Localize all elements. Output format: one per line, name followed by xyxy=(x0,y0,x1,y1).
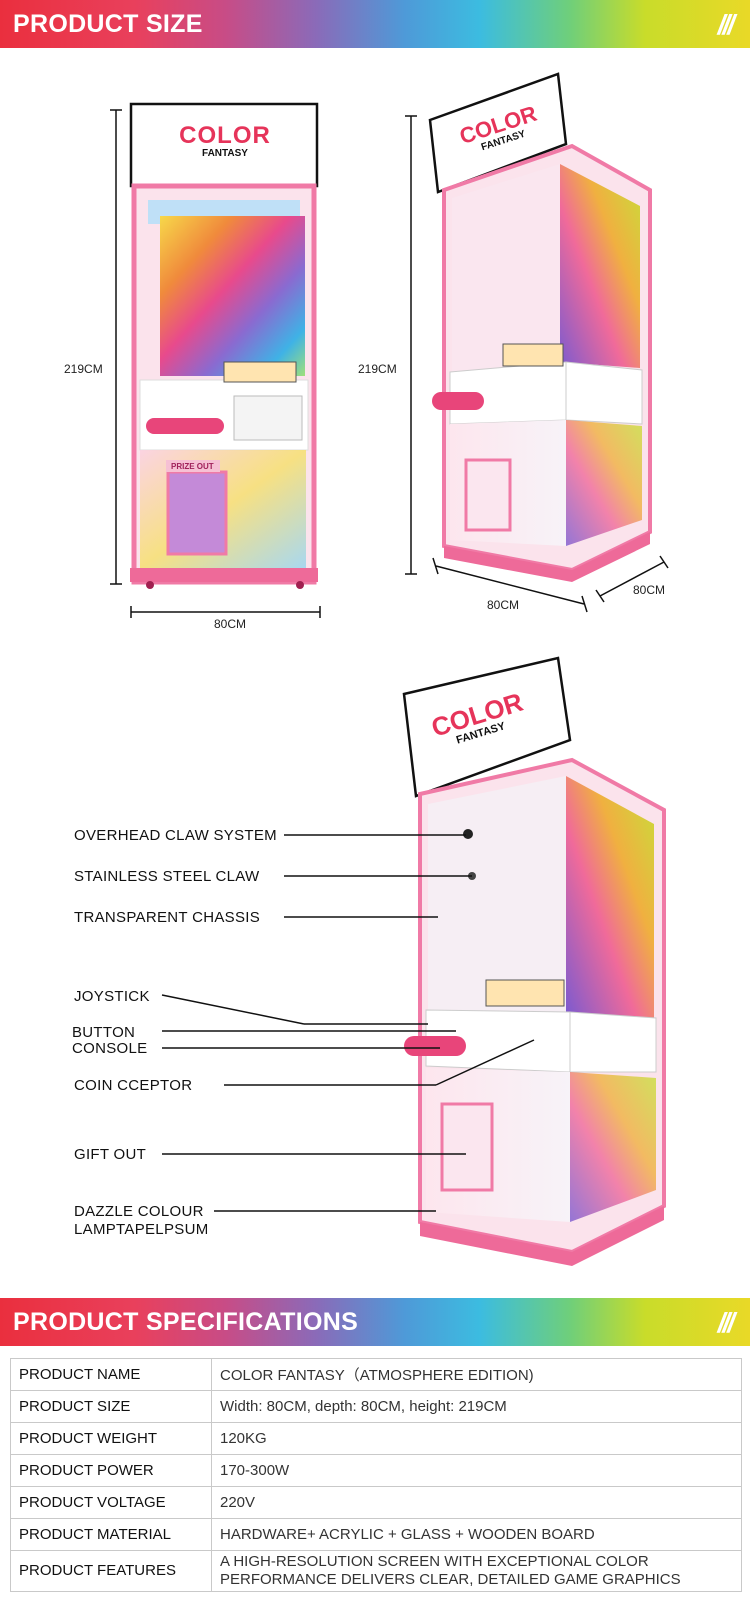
spec-value: 170-300W xyxy=(211,1454,742,1487)
front-width-label: 80CM xyxy=(214,617,247,631)
spec-key: PRODUCT SIZE xyxy=(10,1390,212,1423)
spec-key: PRODUCT NAME xyxy=(10,1358,212,1391)
table-row: PRODUCT VOLTAGE 220V xyxy=(10,1486,742,1519)
spec-value: 120KG xyxy=(211,1422,742,1455)
callout-console: CONSOLE xyxy=(72,1040,148,1057)
callout-button: BUTTON xyxy=(72,1024,136,1041)
callout-machine xyxy=(402,656,666,1266)
front-logo: COLOR FANTASY xyxy=(175,122,275,160)
section-title: PRODUCT SIZE xyxy=(13,10,203,38)
spec-value: Width: 80CM, depth: 80CM, height: 219CM xyxy=(211,1390,742,1423)
callout-overhead-claw: OVERHEAD CLAW SYSTEM xyxy=(74,827,277,844)
callout-coin-acceptor: COIN CCEPTOR xyxy=(74,1077,193,1094)
section-title: PRODUCT SPECIFICATIONS xyxy=(13,1308,359,1336)
side-height-label: 219CM xyxy=(358,362,397,376)
table-row: PRODUCT SIZE Width: 80CM, depth: 80CM, h… xyxy=(10,1390,742,1423)
table-row: PRODUCT POWER 170-300W xyxy=(10,1454,742,1487)
callout-joystick: JOYSTICK xyxy=(74,988,150,1005)
prize-out-tag: PRIZE OUT xyxy=(171,462,214,471)
spec-value: HARDWARE+ ACRYLIC + GLASS + WOODEN BOARD xyxy=(211,1518,742,1551)
logo-color-text: COLOR xyxy=(179,122,271,149)
spec-value: 220V xyxy=(211,1486,742,1519)
spec-value: A HIGH-RESOLUTION SCREEN WITH EXCEPTIONA… xyxy=(211,1550,742,1592)
spec-key: PRODUCT WEIGHT xyxy=(10,1422,212,1455)
callout-transparent-chassis: TRANSPARENT CHASSIS xyxy=(74,909,261,926)
spec-key: PRODUCT FEATURES xyxy=(10,1550,212,1592)
slash-mark: /// xyxy=(717,1307,735,1338)
callout-gift-out: GIFT OUT xyxy=(74,1146,147,1163)
callout-stainless-claw: STAINLESS STEEL CLAW xyxy=(74,868,260,885)
callout-dazzle-colour: DAZZLE COLOUR xyxy=(74,1203,204,1220)
table-row: PRODUCT FEATURES A HIGH-RESOLUTION SCREE… xyxy=(10,1550,742,1592)
callout-lamptape: LAMPTAPELPSUM xyxy=(74,1221,209,1238)
table-row: PRODUCT NAME COLOR FANTASY（ATMOSPHERE ED… xyxy=(10,1358,742,1391)
logo-fantasy-text: FANTASY xyxy=(202,148,248,159)
specifications-table: PRODUCT NAME COLOR FANTASY（ATMOSPHERE ED… xyxy=(10,1358,742,1592)
spec-value: COLOR FANTASY（ATMOSPHERE EDITION) xyxy=(211,1358,742,1391)
side-view-machine xyxy=(428,72,652,582)
spec-key: PRODUCT MATERIAL xyxy=(10,1518,212,1551)
slash-mark: /// xyxy=(717,9,735,40)
product-specifications-banner: PRODUCT SPECIFICATIONS /// xyxy=(0,1298,750,1346)
spec-key: PRODUCT VOLTAGE xyxy=(10,1486,212,1519)
table-row: PRODUCT MATERIAL HARDWARE+ ACRYLIC + GLA… xyxy=(10,1518,742,1551)
side-width-label: 80CM xyxy=(487,598,520,612)
product-size-banner: PRODUCT SIZE /// xyxy=(0,0,750,48)
spec-key: PRODUCT POWER xyxy=(10,1454,212,1487)
front-height-label: 219CM xyxy=(64,362,103,376)
table-row: PRODUCT WEIGHT 120KG xyxy=(10,1422,742,1455)
front-view-machine xyxy=(129,102,319,589)
side-depth-label: 80CM xyxy=(633,583,666,597)
